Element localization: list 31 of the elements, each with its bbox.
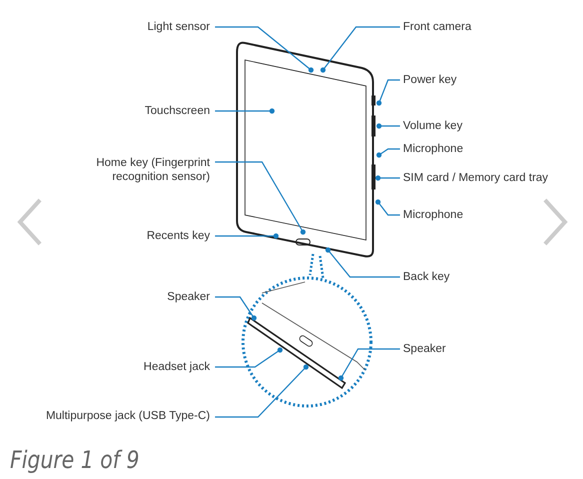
leader-line	[215, 364, 309, 418]
leader-line	[215, 161, 306, 235]
leader-line	[215, 296, 257, 321]
leader-line	[215, 233, 279, 239]
leader-line	[338, 348, 400, 381]
leader-line	[376, 79, 400, 106]
leader-line	[375, 199, 400, 216]
leader-line	[375, 175, 400, 181]
part-label: Power key	[403, 73, 457, 87]
leader-line	[325, 247, 400, 278]
part-label: Volume key	[403, 119, 462, 133]
part-label: Speaker	[167, 290, 210, 304]
part-label: Speaker	[403, 342, 446, 356]
part-label: Multipurpose jack (USB Type-C)	[46, 409, 210, 423]
figure-caption: Figure 1 of 9	[10, 446, 140, 474]
part-label: SIM card / Memory card tray	[403, 171, 548, 185]
part-label: Light sensor	[147, 20, 210, 34]
leader-line	[215, 347, 283, 368]
leader-line	[215, 26, 314, 73]
leader-line	[376, 123, 400, 129]
leader-line	[376, 148, 400, 158]
part-label: Front camera	[403, 20, 472, 34]
part-label: Recents key	[146, 229, 210, 243]
part-label: Headset jack	[144, 360, 210, 374]
part-label: Back key	[403, 270, 450, 284]
part-label: Microphone	[403, 208, 464, 222]
part-label: Touchscreen	[144, 104, 210, 118]
part-label: Microphone	[403, 142, 464, 156]
part-label: Home key (Fingerprint recognition sensor)	[78, 156, 210, 184]
leader-line	[320, 26, 400, 73]
leader-line	[215, 108, 275, 114]
